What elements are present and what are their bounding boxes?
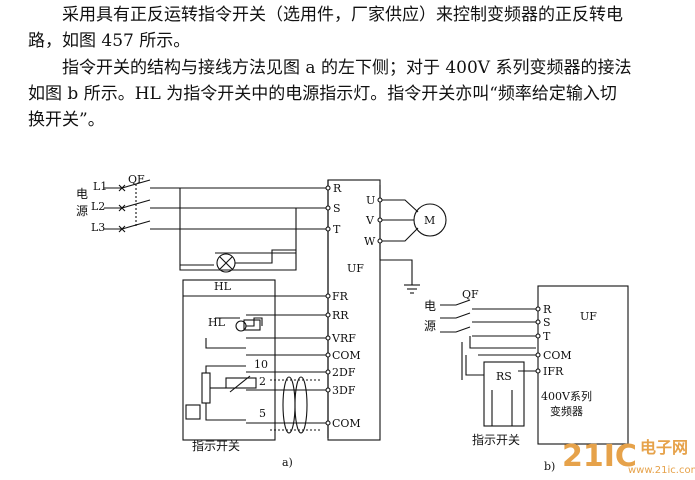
- paragraph-2: 指令开关的结构与接线方法见图 a 的左下侧；对于 400V 系列变频器的接法 如…: [0, 55, 695, 133]
- paragraph-2-line-1: 指令开关的结构与接线方法见图 a 的左下侧；对于 400V 系列变频器的接法: [62, 58, 632, 78]
- b-switch-box: [483, 361, 525, 427]
- paragraph-2-line-2: 如图 b 所示。HL 为指令开关中的电源指示灯。指令开关亦叫“频率给定输入切: [28, 84, 617, 104]
- a-inverter-label: UF: [347, 262, 364, 275]
- paragraph-2-line-3: 换开关”。: [28, 110, 105, 130]
- a-terminal-com-1: COM: [332, 349, 361, 362]
- a-phase-l3: L3: [91, 221, 105, 234]
- a-power-label-2: 源: [76, 204, 88, 218]
- a-input-r: R: [333, 182, 342, 195]
- watermark: 21IC 电子网 www.21ic.com: [562, 438, 695, 476]
- b-terminal-ifr: IFR: [543, 365, 564, 378]
- a-terminal-2df: 2DF: [332, 366, 356, 379]
- a-input-s: S: [333, 202, 341, 215]
- a-phase-l1: L1: [93, 180, 107, 193]
- diagram-b: 电 源 QF UF R S T COM IFR 400V系列 变频器 RS: [424, 285, 629, 473]
- a-lamp-label: HL: [214, 280, 232, 293]
- a-output-u: U: [366, 194, 375, 207]
- a-terminal-vrf: VRF: [331, 332, 356, 345]
- a-terminal-rr: RR: [332, 309, 349, 322]
- a-motor: [413, 203, 447, 237]
- a-output-v: V: [365, 214, 375, 227]
- watermark-brand: 21IC: [562, 439, 637, 474]
- a-switch-box: [182, 279, 276, 441]
- b-input-r: R: [543, 303, 552, 316]
- b-caption: 指示开关: [472, 432, 520, 447]
- paragraph-1-line-2: 路，如图 457 所示。: [28, 31, 191, 51]
- b-breaker-label: QF: [462, 288, 479, 301]
- a-breaker: [104, 179, 328, 233]
- a-terminal-fr: FR: [332, 290, 349, 303]
- a-pin-5: 5: [259, 407, 266, 420]
- a-input-t: T: [333, 223, 341, 236]
- b-series-line-1: 400V系列: [541, 389, 592, 403]
- a-terminal-3df: 3DF: [332, 384, 356, 397]
- b-input-t: T: [543, 330, 551, 343]
- b-figure-label: b): [544, 460, 555, 473]
- watermark-brand-cn: 电子网: [640, 438, 688, 457]
- b-power-label-1: 电: [424, 299, 436, 313]
- a-terminal-com-2: COM: [332, 417, 361, 430]
- b-input-s: S: [543, 316, 551, 329]
- a-output-w: W: [364, 235, 376, 248]
- a-caption: 指示开关: [192, 438, 240, 453]
- b-switch-label: RS: [496, 370, 512, 383]
- a-pin-2: 2: [259, 375, 266, 388]
- a-motor-label: M: [424, 214, 435, 227]
- a-control-terminals: FR RR VRF COM 2DF 3DF COM: [325, 290, 361, 430]
- b-inverter-label: UF: [580, 310, 597, 323]
- paragraph-1: 采用具有正反运转指令开关（选用件，厂家供应）来控制变频器的正反转电 路，如图 4…: [0, 2, 695, 54]
- a-figure-label: a): [282, 456, 293, 469]
- b-terminal-com: COM: [543, 349, 572, 362]
- b-inverter-box: [537, 285, 629, 445]
- a-power-label-1: 电: [76, 187, 88, 201]
- watermark-url: www.21ic.com: [628, 465, 695, 476]
- paragraph-1-line-1: 采用具有正反运转指令开关（选用件，厂家供应）来控制变频器的正反转电: [62, 5, 623, 25]
- a-pin-10: 10: [254, 358, 268, 371]
- a-phase-l2: L2: [91, 200, 105, 213]
- diagram-a: 电 源 QF L1 L2 L3 UF: [76, 173, 447, 469]
- b-power-label-2: 源: [424, 319, 436, 333]
- b-series-line-2: 变频器: [550, 404, 583, 418]
- a-inverter-box: [327, 179, 381, 441]
- a-switch-hl-label: HL: [208, 316, 226, 329]
